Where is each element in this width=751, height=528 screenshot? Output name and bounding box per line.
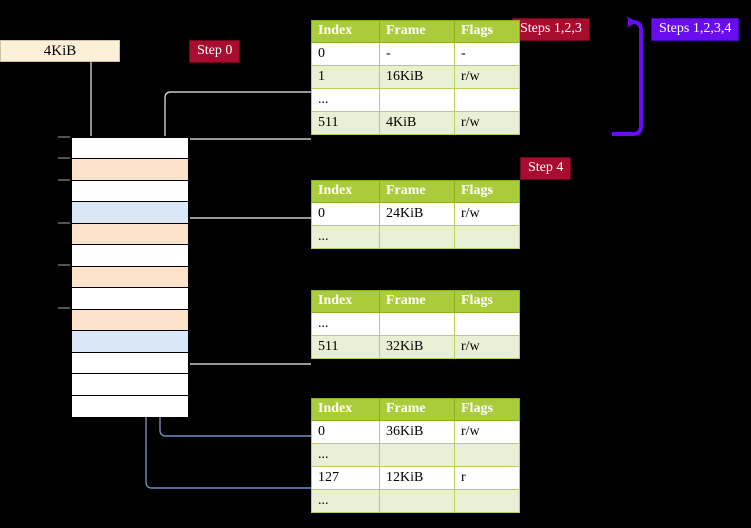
cell-flags: r/w bbox=[454, 65, 520, 89]
column-header-index: Index bbox=[311, 180, 380, 203]
memory-frame-row bbox=[72, 395, 188, 417]
memory-frame-row bbox=[72, 266, 188, 289]
cell-index: ... bbox=[311, 88, 380, 112]
column-header-flags: Flags bbox=[454, 180, 520, 203]
cell-index: 0 bbox=[311, 202, 380, 226]
cell-flags bbox=[454, 489, 520, 513]
cell-index: ... bbox=[311, 312, 380, 336]
badge-steps-1234: Steps 1,2,3,4 bbox=[652, 19, 739, 41]
memory-frame-row bbox=[72, 288, 188, 310]
column-header-flags: Flags bbox=[454, 20, 520, 43]
cell-frame bbox=[379, 88, 455, 112]
memory-frame-row bbox=[72, 180, 188, 203]
cell-index: ... bbox=[311, 225, 380, 249]
table-row: ... bbox=[311, 489, 520, 513]
cell-flags: - bbox=[454, 42, 520, 66]
cell-index: ... bbox=[311, 489, 380, 513]
cell-flags: r/w bbox=[454, 111, 520, 135]
column-header-index: Index bbox=[311, 20, 380, 43]
table-row: ... bbox=[311, 443, 520, 467]
cell-frame bbox=[379, 312, 455, 336]
badge-steps-123: Steps 1,2,3 bbox=[513, 19, 589, 41]
cell-flags bbox=[454, 443, 520, 467]
cell-frame bbox=[379, 489, 455, 513]
cell-flags bbox=[454, 88, 520, 112]
cell-index: 1 bbox=[311, 65, 380, 89]
cell-index: 127 bbox=[311, 466, 380, 490]
memory-frame-row bbox=[72, 352, 188, 375]
cell-frame: 16KiB bbox=[379, 65, 455, 89]
cell-frame: 36KiB bbox=[379, 420, 455, 444]
cell-frame: - bbox=[379, 42, 455, 66]
column-header-frame: Frame bbox=[379, 290, 455, 313]
cell-flags bbox=[454, 312, 520, 336]
memory-frame-row bbox=[72, 138, 188, 160]
cell-frame: 32KiB bbox=[379, 335, 455, 359]
column-header-frame: Frame bbox=[379, 20, 455, 43]
table-row: ... bbox=[311, 225, 520, 249]
cell-index: 511 bbox=[311, 335, 380, 359]
column-header-frame: Frame bbox=[379, 398, 455, 421]
column-header-flags: Flags bbox=[454, 290, 520, 313]
memory-frame-row bbox=[72, 159, 188, 181]
cell-flags bbox=[454, 225, 520, 249]
column-header-flags: Flags bbox=[454, 398, 520, 421]
cell-flags: r/w bbox=[454, 202, 520, 226]
cell-index: 0 bbox=[311, 42, 380, 66]
memory-frame-row bbox=[72, 374, 188, 396]
virtual-address-label: 4KiB bbox=[43, 42, 77, 59]
memory-frame-row bbox=[72, 223, 188, 246]
table-row: ... bbox=[311, 88, 520, 112]
physical-memory-column bbox=[70, 136, 190, 417]
cell-frame: 4KiB bbox=[379, 111, 455, 135]
cell-flags: r/w bbox=[454, 335, 520, 359]
cell-index: 0 bbox=[311, 420, 380, 444]
column-header-frame: Frame bbox=[379, 180, 455, 203]
cell-frame: 24KiB bbox=[379, 202, 455, 226]
cell-index: ... bbox=[311, 443, 380, 467]
cell-flags: r bbox=[454, 466, 520, 490]
memory-frame-row bbox=[72, 309, 188, 332]
table-row: 0-- bbox=[311, 42, 520, 66]
cell-frame bbox=[379, 225, 455, 249]
column-header-index: Index bbox=[311, 290, 380, 313]
cell-frame bbox=[379, 443, 455, 467]
memory-frame-row bbox=[72, 245, 188, 267]
memory-frame-row bbox=[72, 202, 188, 224]
table-row: ... bbox=[311, 312, 520, 336]
cell-index: 511 bbox=[311, 111, 380, 135]
cell-flags: r/w bbox=[454, 420, 520, 444]
cell-frame: 12KiB bbox=[379, 466, 455, 490]
badge-step-4: Step 4 bbox=[521, 158, 571, 180]
virtual-address-box: 4KiB bbox=[0, 40, 120, 62]
column-header-index: Index bbox=[311, 398, 380, 421]
badge-step-0: Step 0 bbox=[190, 41, 240, 63]
memory-frame-row bbox=[72, 331, 188, 353]
